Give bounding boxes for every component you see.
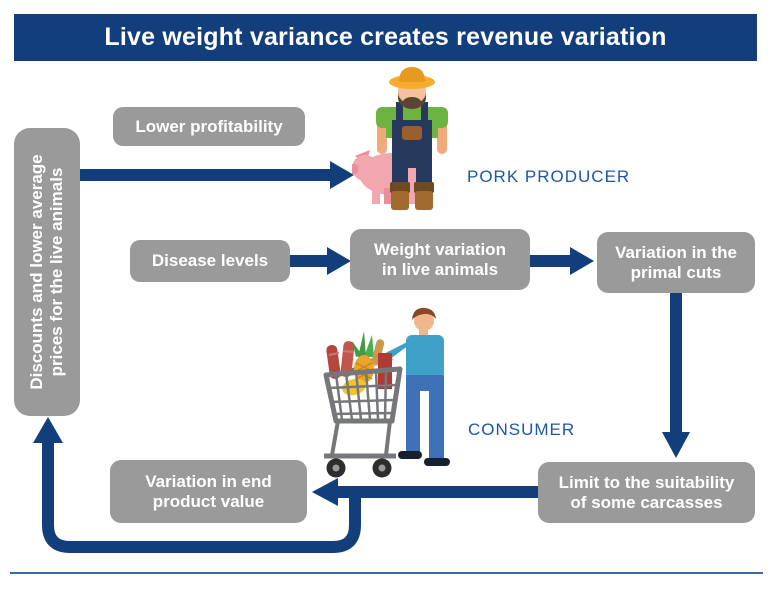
box-primal-cuts-line2: primal cuts [630, 262, 722, 282]
farmer-icon [376, 67, 448, 210]
footer-divider-line [10, 572, 763, 574]
groceries [326, 331, 392, 396]
box-end-product: Variation in end product value [110, 460, 307, 523]
arrowhead-right-3 [570, 247, 594, 275]
page-title: Live weight variance creates revenue var… [14, 14, 757, 61]
box-disease-levels-label: Disease levels [151, 251, 269, 270]
box-primal-cuts-line1: Variation in the [615, 242, 737, 262]
shopping-cart-icon [323, 331, 403, 478]
box-limit-suitability: Limit to the suitability of some carcass… [538, 462, 755, 523]
box-end-product-line2: product value [152, 491, 265, 511]
box-discounts: Discounts and lower average prices for t… [14, 128, 80, 416]
box-end-product-line1: Variation in end [145, 471, 272, 491]
box-lower-profitability: Lower profitability [113, 107, 305, 146]
shopper-icon [364, 307, 450, 466]
arrowhead-right-2 [327, 247, 351, 275]
box-primal-cuts: Variation in the primal cuts [597, 232, 755, 293]
arrowhead-right-1 [330, 161, 354, 189]
consumer-label: CONSUMER [468, 420, 576, 439]
farmer-with-pig-icon [352, 67, 448, 210]
box-lower-profitability-label: Lower profitability [135, 116, 283, 136]
box-limit-suitability-line1: Limit to the suitability [558, 472, 735, 492]
arrowhead-up [33, 417, 63, 443]
box-discounts-line2: prices for the live animals [47, 167, 66, 377]
box-weight-variation-line1: Weight variation [374, 239, 506, 259]
pork-producer-label: PORK PRODUCER [467, 167, 631, 186]
box-limit-suitability-line2: of some carcasses [570, 492, 723, 512]
box-disease-levels: Disease levels [130, 240, 290, 282]
arrowhead-down [662, 432, 690, 458]
box-weight-variation: Weight variation in live animals [350, 229, 530, 290]
box-discounts-line1: Discounts and lower average [27, 154, 46, 390]
box-weight-variation-line2: in live animals [381, 259, 499, 279]
shopper-with-cart-icon [323, 307, 450, 478]
